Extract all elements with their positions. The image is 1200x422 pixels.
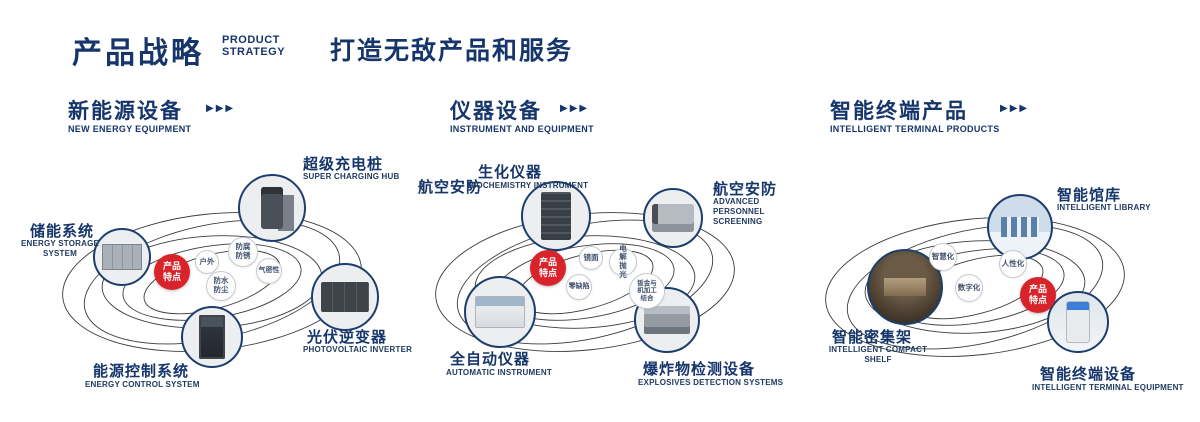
charging-pile-photo — [261, 187, 283, 229]
control-cabinet-photo — [199, 315, 225, 359]
product-image-biochemistry-instrument — [521, 181, 591, 251]
feature-bubble-airtight: 气密性 — [256, 258, 282, 284]
item-sublabel-intelligent-library: INTELLIGENT LIBRARY — [1057, 203, 1151, 212]
feature-bubble-outdoor: 户外 — [195, 250, 219, 274]
feature-bubble-waterproof: 防水防尘 — [206, 271, 236, 301]
product-image-super-charging-hub — [238, 174, 306, 242]
item-sublabel-personnel-screening: ADVANCED PERSONNEL SCREENING — [713, 197, 765, 226]
section-subtitle-new-energy: NEW ENERGY EQUIPMENT — [68, 124, 192, 134]
tagline: 打造无敌产品和服务 — [330, 37, 574, 65]
feature-bubble-mirror-finish: 镜面 — [579, 246, 603, 270]
product-image-automatic-instrument — [464, 276, 536, 348]
section-subtitle-instrument: INSTRUMENT AND EQUIPMENT — [450, 124, 594, 134]
automatic-instrument-photo — [475, 296, 525, 328]
item-sublabel-automatic-instrument: AUTOMATIC INSTRUMENT — [446, 368, 552, 377]
item-sublabel-energy-storage: ENERGY STORAGE SYSTEM — [20, 239, 100, 258]
product-image-intelligent-library — [987, 194, 1053, 260]
item-sublabel-super-charging-hub: SUPER CHARGING HUB — [303, 172, 400, 181]
product-image-energy-control — [181, 306, 243, 368]
kiosk-photo — [1066, 301, 1090, 343]
section-title-instrument: 仪器设备 — [450, 100, 542, 123]
feature-bubble-digitalized: 数字化 — [955, 274, 983, 302]
product-features-badge-intelligent-terminal: 产品特点 — [1020, 277, 1056, 313]
item-label-biochemistry-instrument: 生化仪器 — [478, 164, 543, 181]
feature-bubble-zero-defect: 零缺陷 — [566, 274, 592, 300]
triple-arrow-icon: ▶▶▶ — [1000, 103, 1030, 114]
page-title-english: PRODUCT STRATEGY — [222, 34, 285, 58]
item-label-energy-control: 能源控制系统 — [93, 363, 190, 380]
item-sublabel-terminal-equipment: INTELLIGENT TERMINAL EQUIPMENT — [1032, 383, 1184, 392]
item-label-terminal-equipment: 智能终端设备 — [1040, 366, 1137, 383]
feature-bubble-electropolishing: 电解抛光 — [609, 244, 637, 278]
item-sublabel-photovoltaic-inverter: PHOTOVOLTAIC INVERTER — [303, 345, 413, 354]
item-sublabel-biochemistry-instrument: BIOCHEMISTRY INSTRUMENT — [468, 181, 589, 190]
item-label-super-charging-hub: 超级充电桩 — [303, 156, 384, 173]
triple-arrow-icon: ▶▶▶ — [206, 103, 236, 114]
explosives-detector-photo — [644, 306, 690, 334]
section-subtitle-intelligent-terminal: INTELLIGENT TERMINAL PRODUCTS — [830, 124, 1000, 134]
item-label-energy-storage: 储能系统 — [30, 223, 95, 240]
item-label-compact-shelf: 智能密集架 — [832, 329, 913, 346]
product-image-photovoltaic-inverter — [311, 263, 379, 331]
item-label-explosives-detection: 爆炸物检测设备 — [643, 361, 756, 378]
item-label-personnel-screening: 航空安防 — [713, 181, 778, 198]
item-sublabel-compact-shelf: INTELLIGENT COMPACT SHELF — [828, 345, 928, 364]
section-title-new-energy: 新能源设备 — [68, 100, 183, 123]
compact-shelf-photo — [884, 278, 926, 296]
product-image-personnel-screening — [643, 188, 703, 248]
item-label-photovoltaic-inverter: 光伏逆变器 — [307, 329, 388, 346]
item-sublabel-energy-control: ENERGY CONTROL SYSTEM — [85, 380, 200, 389]
section-title-intelligent-terminal: 智能终端产品 — [830, 100, 968, 123]
triple-arrow-icon: ▶▶▶ — [560, 103, 590, 114]
item-label-intelligent-library: 智能馆库 — [1057, 187, 1122, 204]
storage-cabinet-photo — [102, 244, 142, 270]
product-image-energy-storage — [93, 228, 151, 286]
item-sublabel-explosives-detection: EXPLOSIVES DETECTION SYSTEMS — [638, 378, 784, 387]
screening-machine-photo — [652, 204, 694, 232]
feature-bubble-intelligent: 智慧化 — [929, 243, 957, 271]
feature-bubble-sheetmetal-machining: 钣金与机加工结合 — [629, 273, 665, 309]
page-title: 产品战略 — [72, 37, 204, 70]
page-title-english-line2: STRATEGY — [222, 46, 286, 58]
item-label-aviation-security: 航空安防 — [418, 179, 483, 196]
product-features-badge-instrument: 产品特点 — [530, 250, 566, 286]
instrument-rack-photo — [541, 192, 571, 240]
item-label-automatic-instrument: 全自动仪器 — [450, 351, 531, 368]
inverter-photo — [321, 282, 369, 312]
feature-bubble-humanized: 人性化 — [999, 250, 1027, 278]
product-image-terminal-equipment — [1047, 291, 1109, 353]
feature-bubble-anticorrosion: 防腐防锈 — [228, 237, 258, 267]
page-title-english-line1: PRODUCT — [222, 34, 280, 46]
product-image-explosives-detection — [634, 287, 700, 353]
library-room-photo — [1001, 217, 1039, 237]
product-features-badge-new-energy: 产品特点 — [154, 254, 190, 290]
